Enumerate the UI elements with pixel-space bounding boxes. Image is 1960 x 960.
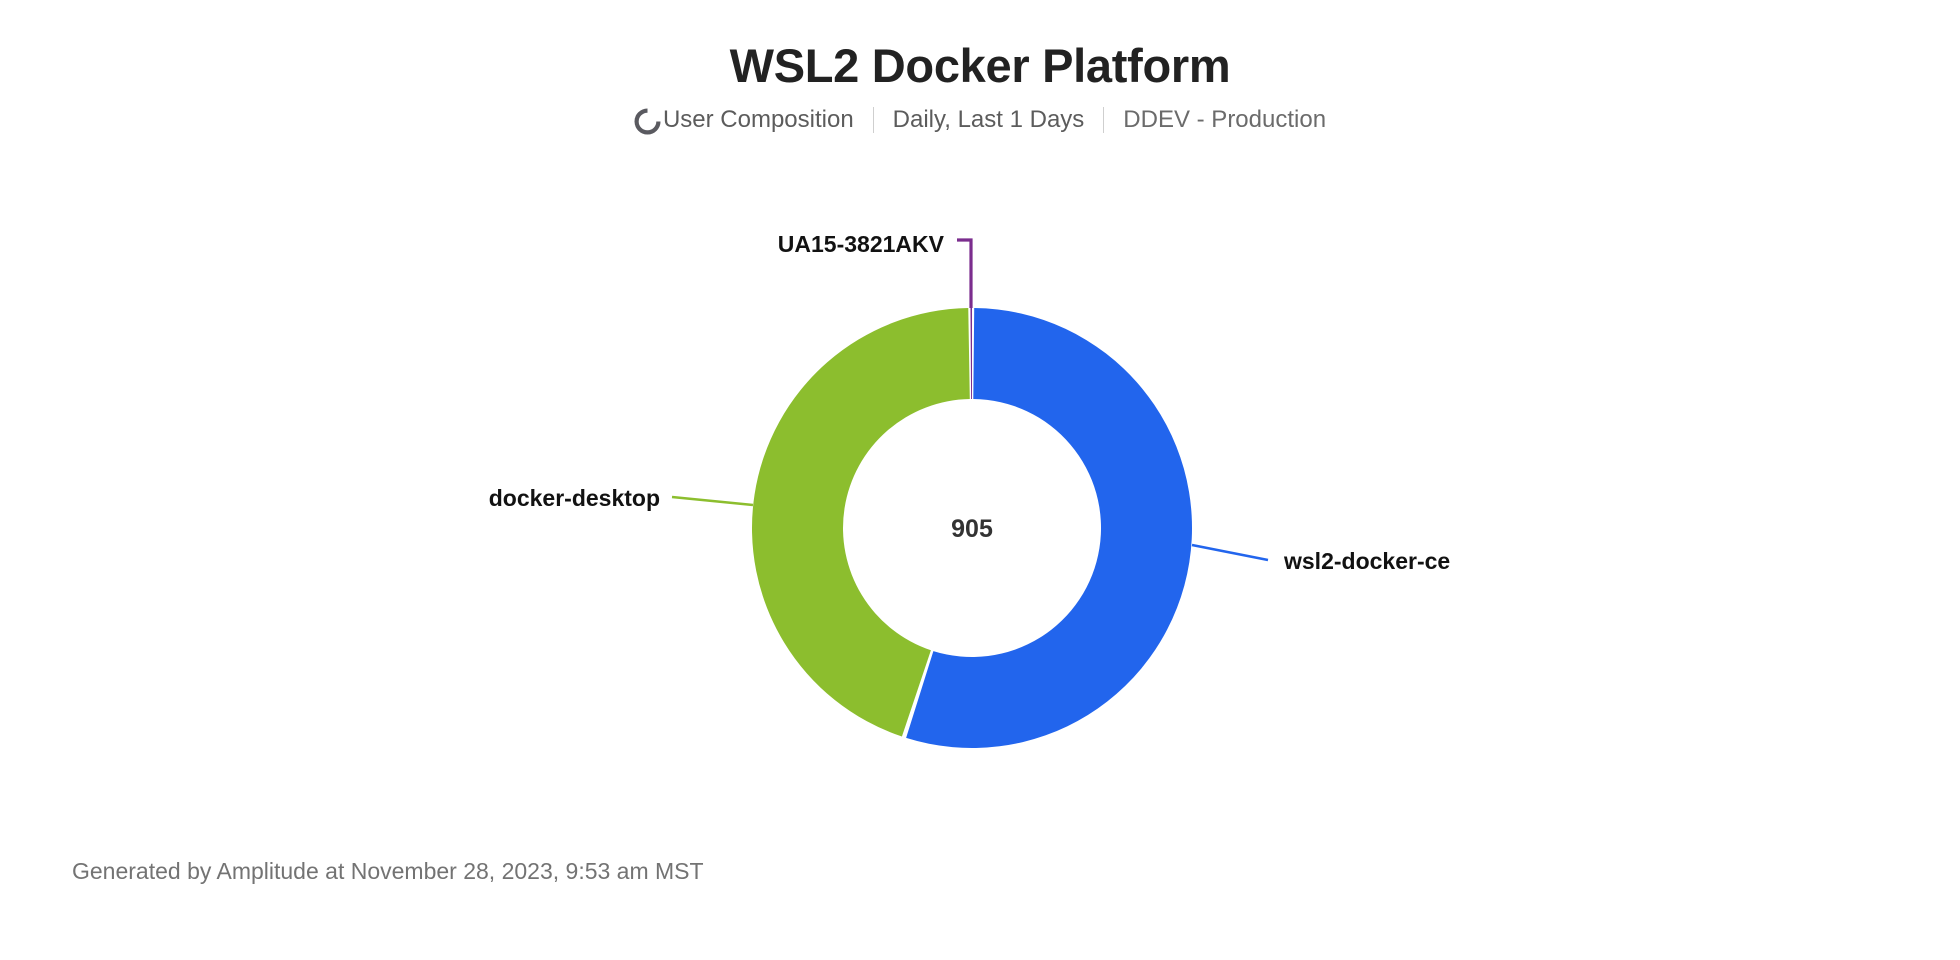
chart-header: WSL2 Docker Platform User Composition Da… xyxy=(0,39,1960,135)
subtitle-interval: Daily, Last 1 Days xyxy=(892,106,1085,134)
subtitle-project: DDEV - Production xyxy=(1123,106,1327,134)
leader-line-ua15 xyxy=(957,238,973,308)
slice-label-wsl2-docker-ce: wsl2-docker-ce xyxy=(1283,548,1450,574)
donut-chart-icon xyxy=(634,108,661,135)
subtitle-metric: User Composition xyxy=(662,106,854,134)
donut-center-value: 905 xyxy=(951,515,993,543)
leader-line-docker-desktop xyxy=(671,495,754,507)
page-title: WSL2 Docker Platform xyxy=(729,39,1231,92)
donut-slice-wsl2-docker-ce[interactable] xyxy=(906,308,1193,748)
leader-line-wsl2-docker-ce xyxy=(1191,543,1269,562)
subtitle-divider-1 xyxy=(872,107,874,134)
chart-subtitle: User Composition Daily, Last 1 Days DDEV… xyxy=(0,106,1960,135)
donut-slice-group xyxy=(751,308,1193,748)
subtitle-divider-2 xyxy=(1103,107,1105,134)
slice-label-docker-desktop: docker-desktop xyxy=(489,485,660,511)
donut-slice-ua15-3821akv[interactable] xyxy=(970,308,972,399)
slice-label-ua15: UA15-3821AKV xyxy=(778,231,945,257)
footer-attribution: Generated by Amplitude at November 28, 2… xyxy=(72,858,704,884)
donut-slice-docker-desktop[interactable] xyxy=(751,308,970,737)
donut-leader-group xyxy=(671,238,1269,562)
